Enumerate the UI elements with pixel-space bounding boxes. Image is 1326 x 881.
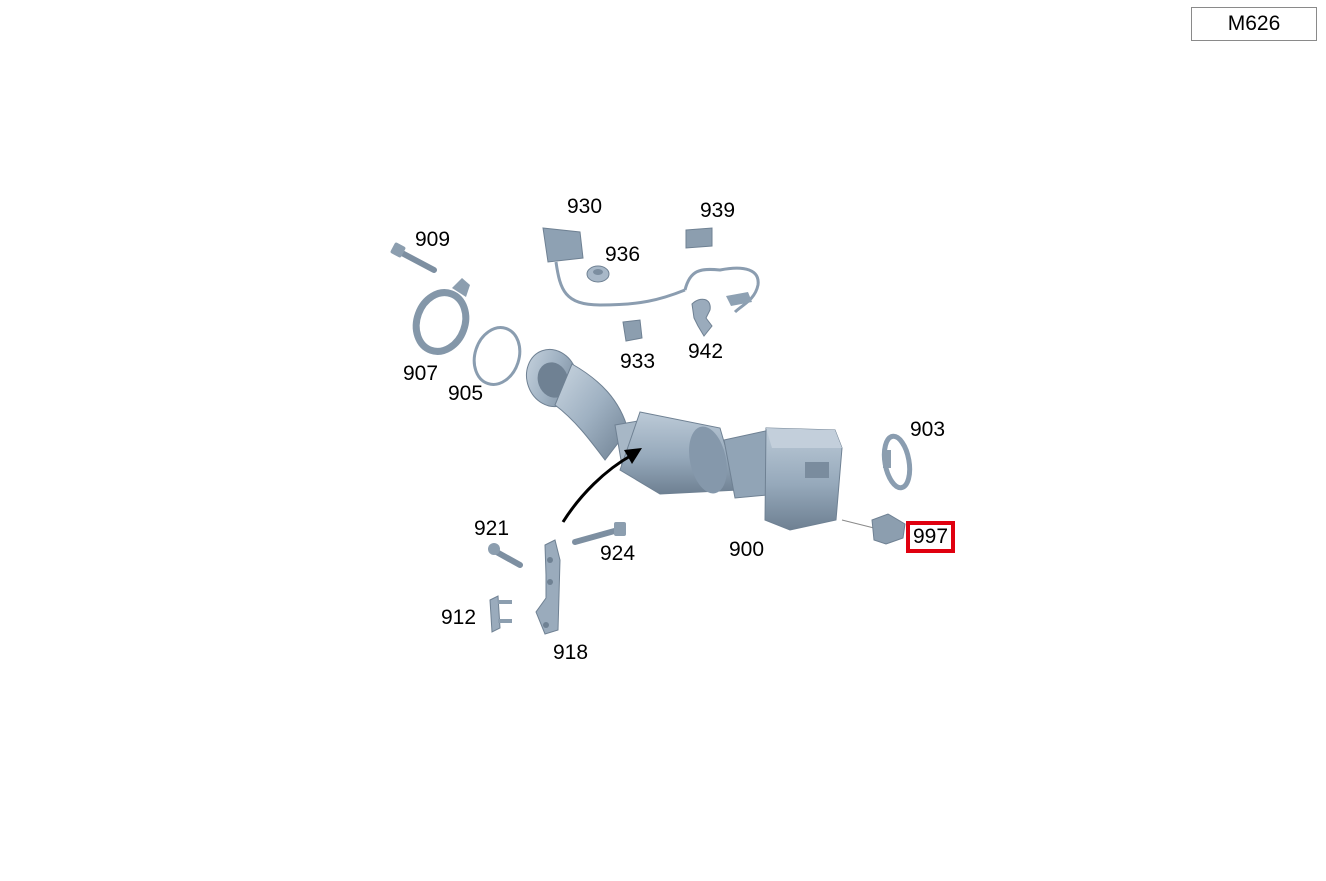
callout-921[interactable]: 921 (474, 517, 510, 540)
part-912-stud (489, 595, 512, 633)
callout-912[interactable]: 912 (441, 606, 477, 629)
part-930-sensor (542, 227, 760, 314)
part-933-clip (622, 319, 643, 342)
callout-918[interactable]: 918 (553, 641, 589, 664)
callout-939[interactable]: 939 (700, 199, 736, 222)
part-903-clamp (881, 433, 913, 491)
part-909-bolt (390, 242, 437, 273)
part-918-bracket (535, 539, 561, 635)
part-939-connector (685, 227, 713, 249)
callout-907[interactable]: 907 (403, 362, 439, 385)
part-900-catalytic-converter (525, 348, 843, 531)
diagram-code-label: M626 (1191, 7, 1317, 41)
callout-900[interactable]: 900 (729, 538, 765, 561)
part-907-clamp (412, 278, 470, 355)
callout-903[interactable]: 903 (910, 418, 946, 441)
callout-930[interactable]: 930 (567, 195, 603, 218)
callout-924[interactable]: 924 (600, 542, 636, 565)
callout-936[interactable]: 936 (605, 243, 641, 266)
part-942-clip (691, 298, 713, 337)
callout-997-selected[interactable]: 997 (906, 521, 956, 553)
part-905-gasket (472, 326, 522, 386)
part-936-grommet (586, 265, 610, 283)
part-997-label-tag (841, 513, 906, 545)
callout-905[interactable]: 905 (448, 382, 484, 405)
part-921-bolt (488, 543, 523, 568)
part-924-bolt (572, 522, 626, 545)
callout-942[interactable]: 942 (688, 340, 724, 363)
callout-933[interactable]: 933 (620, 350, 656, 373)
assembly-arrow (561, 448, 642, 523)
callout-909[interactable]: 909 (415, 228, 451, 251)
